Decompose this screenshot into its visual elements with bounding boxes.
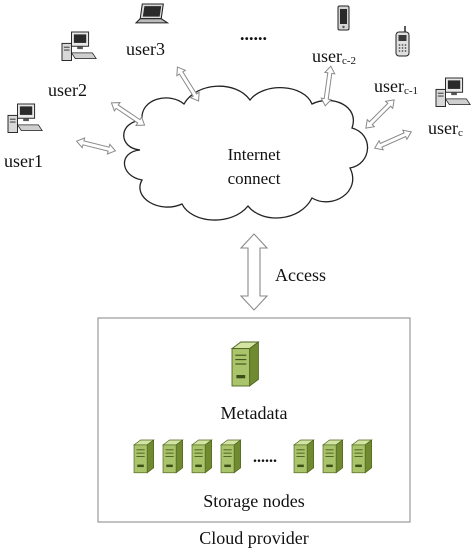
user-label-1: user1: [4, 151, 43, 171]
user-label-3: user3: [126, 39, 165, 59]
user-label-c-2: userc-2: [312, 46, 356, 67]
user-device-2: [61, 31, 97, 61]
arrow-user2-cloud: [108, 98, 148, 130]
user-device-c: [435, 77, 471, 107]
arrow-userc-cloud: [372, 126, 414, 154]
access-label: Access: [275, 265, 326, 285]
internet-cloud: Internet connect: [123, 85, 369, 221]
storage-server-icon: [220, 439, 242, 474]
storage-server-icon: [351, 439, 373, 474]
storage-server-icon: [293, 439, 315, 474]
desktop-computer-icon: [61, 31, 97, 61]
user-label-2: user2: [48, 80, 87, 100]
arrow-user1-cloud: [74, 135, 118, 157]
access-arrow: [239, 233, 269, 311]
metadata-server-icon: [231, 341, 259, 387]
desktop-computer-icon: [435, 77, 471, 107]
storage-nodes-label: Storage nodes: [203, 491, 304, 511]
storage-server-icon: [162, 439, 184, 474]
user-device-3: [135, 3, 169, 24]
user-device-c-1: [395, 25, 410, 57]
storage-ellipsis: ......: [253, 449, 277, 466]
metadata-label: Metadata: [221, 403, 288, 423]
user-device-c-2: [337, 5, 350, 31]
cloud-label-line2: connect: [228, 169, 281, 188]
user-label-c: userc: [428, 118, 463, 139]
cloud-provider-label: Cloud provider: [199, 528, 309, 548]
desktop-computer-icon: [7, 103, 43, 133]
laptop-icon: [135, 3, 169, 24]
users-ellipsis: ......: [240, 24, 267, 44]
user-label-c-1: userc-1: [374, 76, 418, 97]
cellphone-icon: [395, 25, 410, 57]
storage-server-icon: [322, 439, 344, 474]
arrow-userc1-cloud: [361, 95, 399, 133]
cloud-shape: [123, 85, 369, 221]
user-device-1: [7, 103, 43, 133]
smartphone-icon: [337, 5, 350, 31]
cloud-label-line1: Internet: [228, 145, 281, 164]
storage-server-icon: [191, 439, 213, 474]
storage-server-icon: [133, 439, 155, 474]
